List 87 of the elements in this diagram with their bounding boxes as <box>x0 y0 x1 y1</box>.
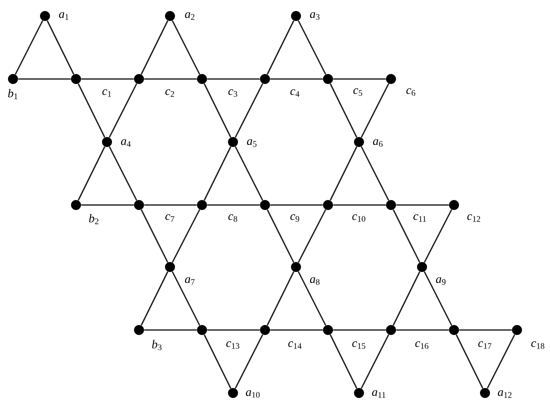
edge <box>172 271 200 326</box>
edge <box>78 83 106 138</box>
edge <box>360 334 390 389</box>
edge <box>78 146 106 201</box>
vertex-label: c$_{4}$ <box>290 89 300 97</box>
vertex-label: a$_{9}$ <box>436 277 446 285</box>
edge <box>46 20 74 75</box>
edge <box>81 204 134 206</box>
edge <box>330 146 358 201</box>
edge <box>266 271 294 326</box>
vertex-label: c$_{8}$ <box>228 214 238 222</box>
vertex-label: c$_{1}$ <box>102 89 112 97</box>
edge <box>204 334 232 389</box>
vertex-label: c$_{10}$ <box>352 214 366 222</box>
vertex-label: a$_{3}$ <box>310 12 320 20</box>
edge <box>333 204 386 206</box>
vertex-label: c$_{9}$ <box>290 214 300 222</box>
vertex-label: c$_{3}$ <box>228 89 238 97</box>
edge <box>204 146 232 201</box>
edge <box>234 146 264 201</box>
vertex-label: c$_{16}$ <box>415 341 428 349</box>
edge <box>172 209 200 263</box>
edge <box>298 209 326 263</box>
vertex-label: a$_{5}$ <box>247 139 257 147</box>
edge <box>270 204 323 206</box>
edge <box>270 329 323 331</box>
edge <box>360 146 390 201</box>
vertex-label: b$_{2}$ <box>89 214 98 224</box>
edge <box>459 329 512 331</box>
edge <box>333 78 386 80</box>
edge <box>234 334 264 389</box>
edge <box>360 83 390 138</box>
vertex-label: c$_{7}$ <box>165 214 174 222</box>
edge <box>333 329 386 331</box>
edge <box>140 271 168 326</box>
edge <box>298 20 326 75</box>
edge <box>486 334 516 389</box>
edge <box>108 83 138 138</box>
edge <box>207 329 260 331</box>
edge <box>172 20 200 75</box>
edge <box>207 204 260 206</box>
vertex-label: c$_{17}$ <box>478 341 492 349</box>
edge <box>396 204 449 206</box>
vertex-label: c$_{2}$ <box>165 89 174 97</box>
edge <box>144 204 197 206</box>
edge <box>144 329 197 331</box>
edge <box>392 209 420 263</box>
edge <box>330 83 358 138</box>
edge <box>392 271 420 326</box>
edge <box>424 209 452 263</box>
edge <box>108 146 138 201</box>
edge <box>207 78 260 80</box>
edge <box>18 78 71 80</box>
vertex-label: a$_{4}$ <box>121 139 131 147</box>
edge <box>424 271 452 326</box>
edge <box>266 20 294 75</box>
edge <box>140 209 168 263</box>
vertex-label: a$_{10}$ <box>246 390 260 398</box>
vertex-label: c$_{15}$ <box>352 341 366 349</box>
vertex-label: b$_{3}$ <box>152 340 162 350</box>
vertex-label: a$_{8}$ <box>310 277 320 285</box>
vertex-label: c$_{6}$ <box>406 88 416 96</box>
vertex-label: b$_{1}$ <box>8 88 18 100</box>
vertex-label: a$_{1}$ <box>59 12 68 20</box>
vertex-label: c$_{14}$ <box>288 341 302 349</box>
vertex-label: a$_{11}$ <box>372 390 386 398</box>
edge <box>396 329 449 331</box>
vertex-label: c$_{12}$ <box>467 214 480 222</box>
edge <box>266 209 294 263</box>
edge <box>330 334 358 389</box>
vertex-label: a$_{12}$ <box>498 390 512 398</box>
vertex-label: c$_{5}$ <box>353 88 362 96</box>
vertex-label: c$_{18}$ <box>531 341 544 349</box>
vertex-label: a$_{7}$ <box>185 277 195 285</box>
edge <box>81 78 134 80</box>
edge <box>234 83 264 138</box>
vertex-label: a$_{2}$ <box>185 12 194 20</box>
edge <box>14 20 44 75</box>
edge <box>298 271 326 326</box>
edge <box>204 83 232 138</box>
vertex-label: a$_{6}$ <box>373 139 383 147</box>
edge <box>456 334 484 389</box>
vertex-label: c$_{13}$ <box>226 341 240 349</box>
vertex-label: c$_{11}$ <box>413 214 426 222</box>
edge <box>270 78 323 80</box>
edge <box>144 78 197 80</box>
edge <box>140 20 168 75</box>
